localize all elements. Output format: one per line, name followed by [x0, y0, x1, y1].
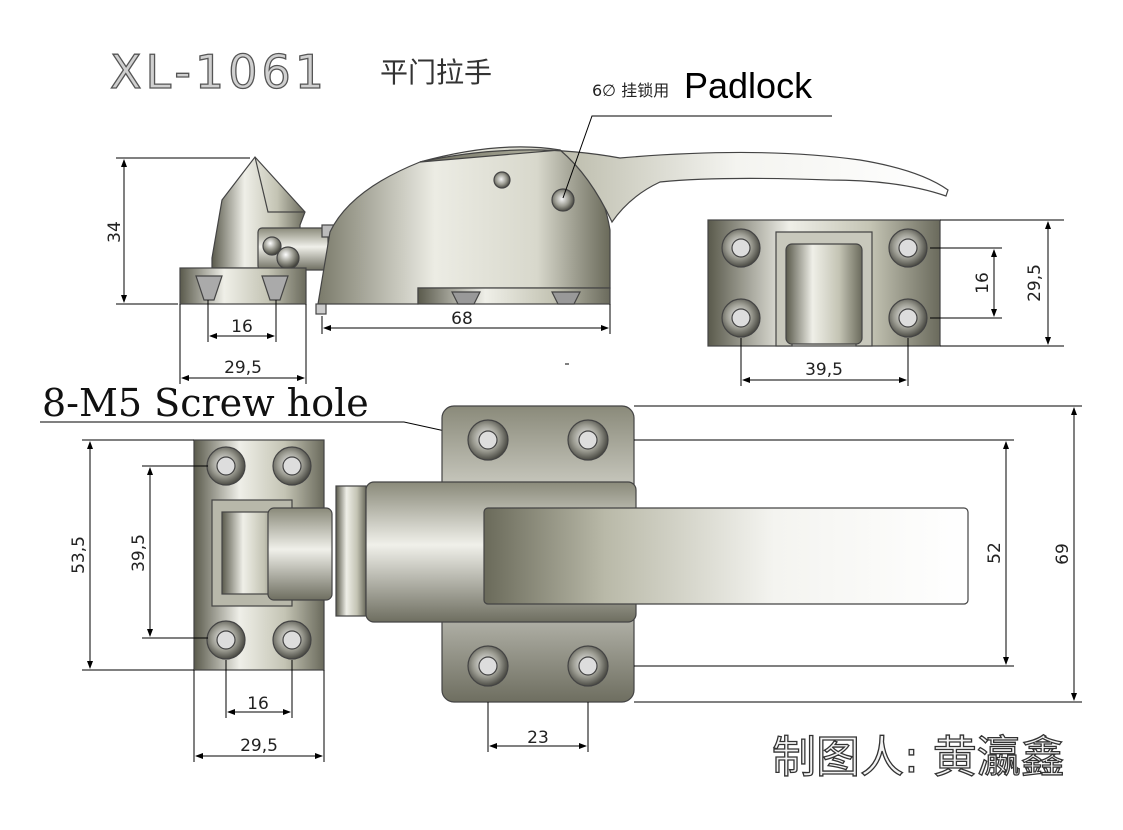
title-name: 平门拉手 [380, 56, 492, 89]
dim-plan-69: 69 [1053, 543, 1073, 565]
dim-side-16: 16 [231, 317, 253, 337]
title-model: XL-1061 [110, 45, 328, 99]
plan-dimensions: 53,5 39,5 16 29,5 23 52 69 [69, 405, 1082, 762]
screw-callout: 8-M5 Screw hole [40, 381, 487, 441]
dim-end-39-5: 39,5 [805, 360, 843, 380]
dim-plan-53-5: 53,5 [69, 536, 89, 574]
dim-plan-52: 52 [985, 542, 1005, 564]
side-dimensions: 34 16 29,5 68 [105, 157, 611, 384]
dim-plan-23: 23 [527, 728, 549, 748]
end-view [707, 219, 941, 347]
side-view [179, 146, 949, 315]
padlock-callout: 6∅ 挂锁用 Padlock [562, 65, 832, 199]
plan-view [193, 405, 969, 703]
dim-side-68: 68 [451, 309, 473, 329]
end-dimensions: 29,5 16 39,5 [740, 219, 1064, 386]
padlock-label: Padlock [684, 65, 813, 106]
dim-plan-39-5: 39,5 [129, 534, 149, 572]
padlock-note: 6∅ 挂锁用 [592, 81, 669, 100]
dim-end-29-5: 29,5 [1025, 264, 1045, 302]
dim-plan-16: 16 [247, 694, 269, 714]
author-credit: 制图人: 黄瀛鑫 [772, 732, 1065, 783]
dim-end-16: 16 [973, 272, 993, 294]
dim-side-29-5: 29,5 [224, 358, 262, 378]
dim-plan-29-5: 29,5 [240, 736, 278, 756]
screw-hole-note: 8-M5 Screw hole [42, 381, 369, 425]
dim-side-height: 34 [105, 221, 125, 243]
